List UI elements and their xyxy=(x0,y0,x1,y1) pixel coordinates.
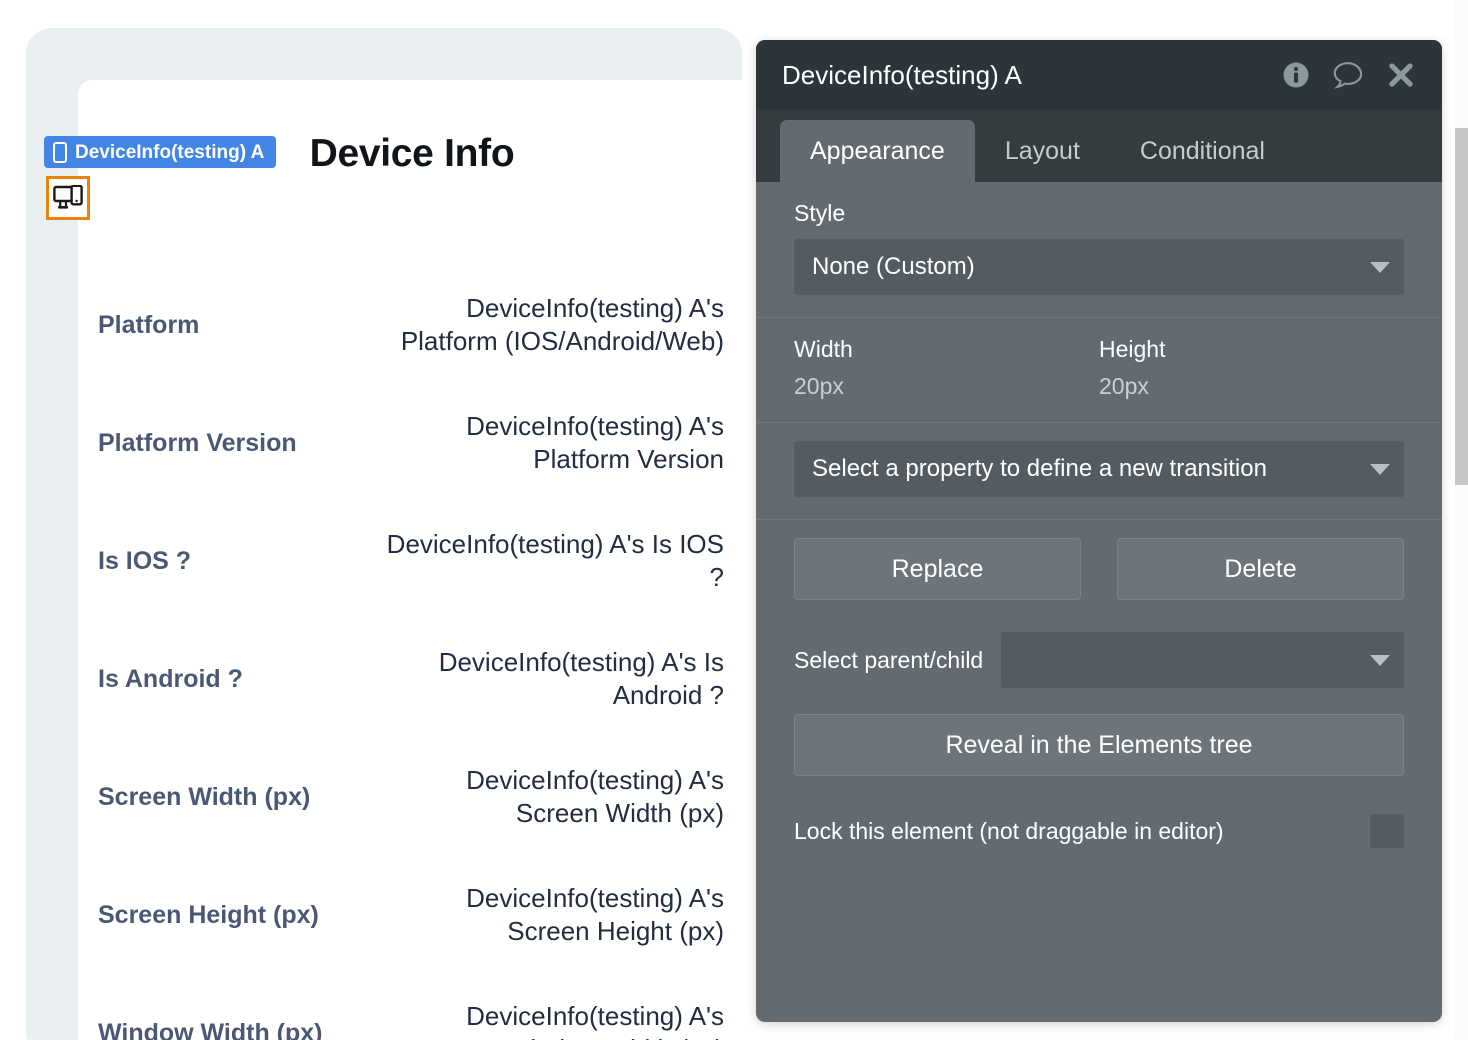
width-label: Width xyxy=(794,336,853,362)
transition-select-value: Select a property to define a new transi… xyxy=(812,455,1267,482)
info-icon[interactable] xyxy=(1282,61,1310,89)
device-info-page: Device Info Platform DeviceInfo(testing)… xyxy=(78,80,746,1040)
close-icon[interactable] xyxy=(1386,60,1416,90)
actions-section: Replace Delete Select parent/child R xyxy=(756,520,1442,870)
tab-label: Conditional xyxy=(1139,136,1265,165)
responsive-device-icon[interactable] xyxy=(46,176,90,220)
info-row-value: DeviceInfo(testing) A's Screen Height (p… xyxy=(466,882,724,946)
delete-button-label: Delete xyxy=(1224,554,1297,583)
list-item[interactable]: Screen Width (px) DeviceInfo(testing) A'… xyxy=(78,738,746,856)
panel-title: DeviceInfo(testing) A xyxy=(782,59,1022,90)
info-row-value: DeviceInfo(testing) A's Platform Version xyxy=(466,410,724,474)
list-item[interactable]: Platform DeviceInfo(testing) A's Platfor… xyxy=(78,266,746,384)
info-row-label: Is IOS ? xyxy=(98,547,192,575)
chevron-down-icon xyxy=(1370,654,1390,666)
list-item[interactable]: Is IOS ? DeviceInfo(testing) A's Is IOS … xyxy=(78,502,746,620)
dimensions-section: Width 20px Height 20px xyxy=(756,318,1442,423)
parent-child-label: Select parent/child xyxy=(794,646,984,673)
info-row-label: Screen Height (px) xyxy=(98,901,319,929)
panel-header-actions xyxy=(1282,60,1424,90)
phone-icon xyxy=(53,141,67,163)
info-row-label: Screen Width (px) xyxy=(98,783,311,811)
list-item[interactable]: Is Android ? DeviceInfo(testing) A's Is … xyxy=(78,620,746,738)
info-row-label: Is Android ? xyxy=(98,665,243,693)
delete-button[interactable]: Delete xyxy=(1117,538,1404,600)
style-label: Style xyxy=(794,200,846,226)
height-field: Height 20px xyxy=(1099,336,1404,400)
width-field: Width 20px xyxy=(794,336,1099,400)
tab-label: Layout xyxy=(1004,136,1080,165)
info-row-value: DeviceInfo(testing) A's Platform (IOS/An… xyxy=(400,292,724,356)
page-title: Device Info xyxy=(309,132,515,175)
comment-icon[interactable] xyxy=(1332,60,1364,90)
style-select-value: None (Custom) xyxy=(812,253,975,280)
info-row-value: DeviceInfo(testing) A's Is Android ? xyxy=(438,646,724,710)
panel-header: DeviceInfo(testing) A xyxy=(756,40,1442,110)
reveal-button-label: Reveal in the Elements tree xyxy=(945,730,1253,759)
tab-label: Appearance xyxy=(810,136,945,165)
info-row-label: Window Width (px) xyxy=(98,1019,323,1040)
list-item[interactable]: Window Width (px) DeviceInfo(testing) A'… xyxy=(78,974,746,1040)
device-info-list: Platform DeviceInfo(testing) A's Platfor… xyxy=(78,266,746,1040)
info-row-label: Platform xyxy=(98,311,200,339)
panel-body: Style None (Custom) Width 20px Height 20… xyxy=(756,182,1442,870)
lock-element-row[interactable]: Lock this element (not draggable in edit… xyxy=(794,808,1404,848)
editor-canvas-frame: Device Info Platform DeviceInfo(testing)… xyxy=(26,28,746,1040)
lock-element-label: Lock this element (not draggable in edit… xyxy=(794,817,1224,844)
panel-tabs: Appearance Layout Conditional xyxy=(756,110,1442,182)
style-select[interactable]: None (Custom) xyxy=(794,239,1404,295)
transition-section: Select a property to define a new transi… xyxy=(756,423,1442,520)
list-item[interactable]: Platform Version DeviceInfo(testing) A's… xyxy=(78,384,746,502)
property-editor-panel: DeviceInfo(testing) A xyxy=(756,40,1442,1022)
height-value[interactable]: 20px xyxy=(1099,373,1149,399)
list-item[interactable]: Screen Height (px) DeviceInfo(testing) A… xyxy=(78,856,746,974)
page-scrollbar-thumb[interactable] xyxy=(1455,128,1468,485)
info-row-label: Platform Version xyxy=(98,429,297,457)
replace-button-label: Replace xyxy=(891,554,984,583)
lock-element-checkbox[interactable] xyxy=(1370,814,1404,848)
chevron-down-icon xyxy=(1370,463,1390,475)
replace-button[interactable]: Replace xyxy=(794,538,1081,600)
info-row-value: DeviceInfo(testing) A's Screen Width (px… xyxy=(466,764,724,828)
info-row-value: DeviceInfo(testing) A's Window Width (px… xyxy=(466,1000,724,1040)
height-label: Height xyxy=(1099,336,1166,362)
chevron-down-icon xyxy=(1370,261,1390,273)
tab-layout[interactable]: Layout xyxy=(975,120,1110,182)
parent-child-select[interactable] xyxy=(1001,632,1404,688)
parent-child-row: Select parent/child xyxy=(794,628,1404,688)
tab-appearance[interactable]: Appearance xyxy=(780,120,975,182)
tab-conditional[interactable]: Conditional xyxy=(1110,120,1295,182)
transition-select[interactable]: Select a property to define a new transi… xyxy=(794,441,1404,497)
info-row-value: DeviceInfo(testing) A's Is IOS ? xyxy=(386,528,724,592)
style-section: Style None (Custom) xyxy=(756,182,1442,318)
selected-element-label: DeviceInfo(testing) A xyxy=(75,141,265,163)
width-value[interactable]: 20px xyxy=(794,373,844,399)
reveal-in-elements-tree-button[interactable]: Reveal in the Elements tree xyxy=(794,714,1404,776)
reveal-row: Reveal in the Elements tree xyxy=(794,714,1404,776)
page-scrollbar-track[interactable] xyxy=(1455,0,1468,1040)
selected-element-badge[interactable]: DeviceInfo(testing) A xyxy=(44,136,277,168)
